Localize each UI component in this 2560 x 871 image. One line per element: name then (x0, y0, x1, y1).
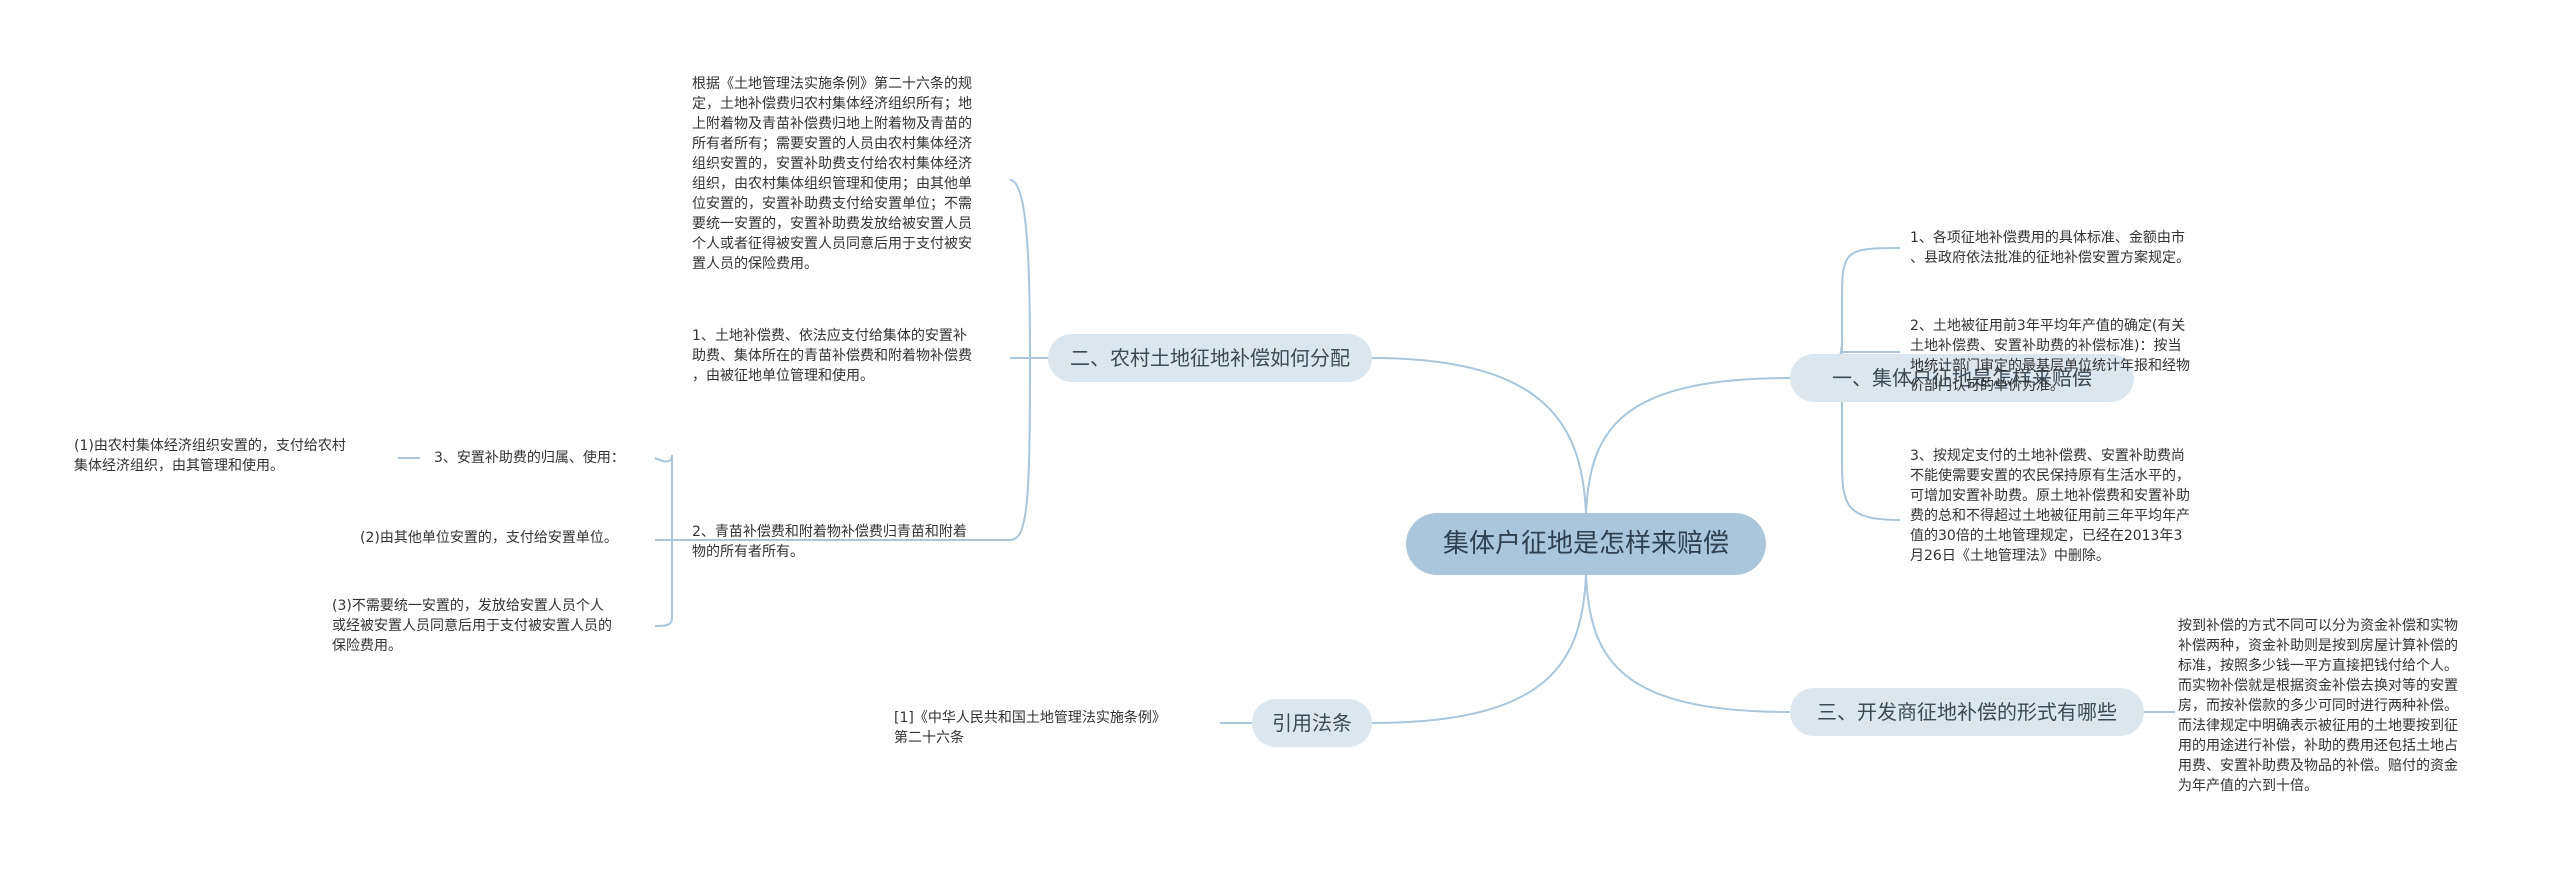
leaf-line: 置人员的保险费用。 (692, 256, 818, 272)
leaf-line: 2、青苗补偿费和附着物补偿费归青苗和附着 (692, 524, 967, 540)
leaf-line: 不能使需要安置的农民保持原有生活水平的， (1910, 468, 2190, 484)
leaf-line: 上附着物及青苗补偿费归地上附着物及青苗的 (692, 116, 972, 132)
leaf-line: 2、土地被征用前3年平均年产值的确定(有关 (1910, 318, 2186, 334)
leaf-line: 用费、安置补助费及物品的补偿。赔付的资金 (2178, 758, 2458, 774)
leaf-line: 或经被安置人员同意后用于支付被安置人员的 (332, 618, 612, 634)
leaf-extra-subsidy: 3、按规定支付的土地补偿费、安置补助费尚 不能使需要安置的农民保持原有生活水平的… (1910, 446, 2230, 566)
leaf-compensation-methods: 按到补偿的方式不同可以分为资金补偿和实物 补偿两种，资金补助则是按到房屋计算补偿… (2178, 616, 2508, 796)
leaf-line: 组织安置的，安置补助费支付给农村集体经济 (692, 156, 972, 172)
leaf-line: (1)由农村集体经济组织安置的，支付给农村 (74, 438, 346, 454)
leaf-line: 根据《土地管理法实施条例》第二十六条的规 (692, 76, 972, 92)
leaf-line: 可增加安置补助费。原土地补偿费和安置补助 (1910, 488, 2190, 504)
leaf-line: 标准，按照多少钱一平方直接把钱付给个人。 (2178, 658, 2458, 674)
leaf-line: (2)由其他单位安置的，支付给安置单位。 (360, 530, 618, 546)
leaf-line: 保险费用。 (332, 638, 402, 654)
leaf-line: 价部门认可的单价为准。 (1910, 378, 2064, 394)
leaf-line: 助费、集体所在的青苗补偿费和附着物补偿费 (692, 348, 972, 364)
branch-developer-compensation-forms[interactable]: 三、开发商征地补偿的形式有哪些 (1790, 688, 2144, 736)
leaf-regulation-article-26: 根据《土地管理法实施条例》第二十六条的规 定，土地补偿费归农村集体经济组织所有；… (692, 74, 1012, 274)
leaf-other-unit-resettlement: (2)由其他单位安置的，支付给安置单位。 (360, 528, 660, 548)
leaf-line: 1、土地补偿费、依法应支付给集体的安置补 (692, 328, 967, 344)
leaf-law-citation: [1]《中华人民共和国土地管理法实施条例》 第二十六条 (894, 708, 1214, 748)
leaf-line: 而法律规定中明确表示被征用的土地要按到征 (2178, 718, 2458, 734)
leaf-line: 要统一安置的，安置补助费发放给被安置人员 (692, 216, 972, 232)
leaf-line: 值的30倍的土地管理规定，已经在2013年3 (1910, 528, 2183, 544)
leaf-crop-compensation: 2、青苗补偿费和附着物补偿费归青苗和附着 物的所有者所有。 (692, 522, 1012, 562)
leaf-line: 第二十六条 (894, 730, 964, 746)
leaf-line: 位安置的，安置补助费支付给安置单位；不需 (692, 196, 972, 212)
leaf-line: (3)不需要统一安置的，发放给安置人员个人 (332, 598, 604, 614)
leaf-line: 而实物补偿就是根据资金补偿去换对等的安置 (2178, 678, 2458, 694)
leaf-land-compensation-use: 1、土地补偿费、依法应支付给集体的安置补 助费、集体所在的青苗补偿费和附着物补偿… (692, 326, 1012, 386)
leaf-line: 房，而按补偿款的多少可同时进行两种补偿。 (2178, 698, 2458, 714)
leaf-line: 定，土地补偿费归农村集体经济组织所有；地 (692, 96, 972, 112)
leaf-average-output: 2、土地被征用前3年平均年产值的确定(有关 土地补偿费、安置补助费的补偿标准)：… (1910, 316, 2230, 396)
leaf-line: 费的总和不得超过土地被征用前三年平均年产 (1910, 508, 2190, 524)
leaf-standard-amount: 1、各项征地补偿费用的具体标准、金额由市 、县政府依法批准的征地补偿安置方案规定… (1910, 228, 2230, 268)
sub-topic-resettlement-subsidy[interactable]: 3、安置补助费的归属、使用： (434, 450, 625, 466)
leaf-line: 月26日《土地管理法》中删除。 (1910, 548, 2110, 564)
leaf-line: 物的所有者所有。 (692, 544, 804, 560)
leaf-line: 地统计部门审定的最基层单位统计年报和经物 (1910, 358, 2190, 374)
leaf-line: 组织，由农村集体组织管理和使用；由其他单 (692, 176, 972, 192)
leaf-line: 为年产值的六到十倍。 (2178, 778, 2318, 794)
leaf-line: 所有者所有；需要安置的人员由农村集体经济 (692, 136, 972, 152)
leaf-no-unified-resettlement: (3)不需要统一安置的，发放给安置人员个人 或经被安置人员同意后用于支付被安置人… (332, 596, 652, 656)
branch-rural-land-distribution[interactable]: 二、农村土地征地补偿如何分配 (1048, 334, 1372, 382)
leaf-collective-resettlement: (1)由农村集体经济组织安置的，支付给农村 集体经济组织，由其管理和使用。 (74, 436, 394, 476)
leaf-line: [1]《中华人民共和国土地管理法实施条例》 (894, 710, 1166, 726)
central-topic[interactable]: 集体户征地是怎样来赔偿 (1406, 513, 1766, 575)
leaf-line: 1、各项征地补偿费用的具体标准、金额由市 (1910, 230, 2185, 246)
leaf-line: 集体经济组织，由其管理和使用。 (74, 458, 284, 474)
leaf-line: 土地补偿费、安置补助费的补偿标准)：按当 (1910, 338, 2182, 354)
leaf-line: 用的用途进行补偿，补助的费用还包括土地占 (2178, 738, 2458, 754)
leaf-line: 补偿两种，资金补助则是按到房屋计算补偿的 (2178, 638, 2458, 654)
leaf-line: 个人或者征得被安置人员同意后用于支付被安 (692, 236, 972, 252)
leaf-line: 3、按规定支付的土地补偿费、安置补助费尚 (1910, 448, 2185, 464)
branch-collective-compensation[interactable]: 一、集体户征地是怎样来赔偿 (1790, 354, 2134, 402)
branch-cited-law[interactable]: 引用法条 (1252, 699, 1372, 747)
leaf-line: 、县政府依法批准的征地补偿安置方案规定。 (1910, 250, 2190, 266)
leaf-line: 按到补偿的方式不同可以分为资金补偿和实物 (2178, 618, 2458, 634)
leaf-line: ，由被征地单位管理和使用。 (692, 368, 874, 384)
